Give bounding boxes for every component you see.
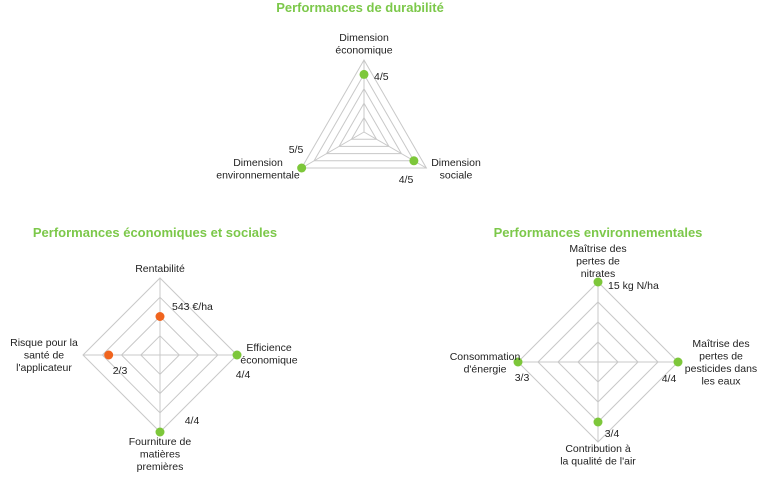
value-label: 4/4: [662, 373, 677, 385]
axis-spoke: [301, 131, 365, 169]
data-point: [104, 350, 114, 360]
data-point: [593, 277, 603, 287]
data-point: [673, 357, 683, 367]
data-point: [593, 417, 603, 427]
grid-ring: [338, 102, 390, 147]
grid-ring: [350, 116, 378, 140]
axis-label: Rentabilité: [135, 263, 185, 275]
value-label: 3/4: [605, 428, 620, 440]
grid-ring: [313, 73, 415, 162]
data-point: [232, 350, 242, 360]
data-point: [155, 427, 165, 437]
value-label: 4/4: [236, 369, 251, 381]
value-label: 3/3: [515, 372, 530, 384]
value-label: 5/5: [289, 144, 304, 156]
chart-title: Performances environnementales: [494, 225, 703, 240]
data-point: [409, 156, 419, 166]
data-point: [297, 163, 307, 173]
value-label: 543 €/ha: [172, 301, 213, 313]
data-point: [359, 69, 369, 79]
grid-ring: [300, 59, 428, 169]
chart-title: Performances de durabilité: [276, 0, 444, 15]
value-label: 4/5: [399, 174, 414, 186]
grid-ring: [325, 87, 403, 155]
data-point: [513, 357, 523, 367]
value-label: 2/3: [113, 365, 128, 377]
value-label: 4/5: [374, 71, 389, 83]
value-label: 15 kg N/ha: [608, 280, 659, 292]
radar-chart-economique-sociale: Performances économiques et socialesRent…: [10, 225, 298, 473]
data-point: [155, 312, 165, 321]
value-label: 4/4: [185, 415, 200, 427]
chart-title: Performances économiques et sociales: [33, 225, 277, 240]
